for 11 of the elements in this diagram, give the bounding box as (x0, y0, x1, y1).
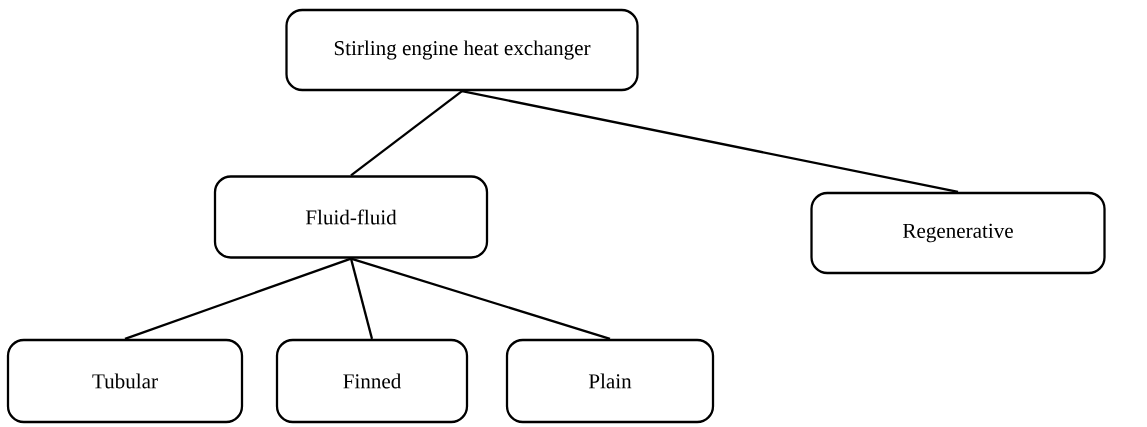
category-box: Regenerative (810, 191, 1106, 275)
category-box: Tubular (6, 338, 244, 424)
category-box: Finned (275, 338, 469, 424)
connector-line (124, 257, 352, 340)
category-box: Stirling engine heat exchanger (285, 8, 639, 92)
connector-line (350, 257, 611, 340)
connector-line (349, 258, 374, 340)
connector-line (461, 90, 959, 193)
connector-line (350, 90, 463, 177)
category-box: Plain (505, 338, 715, 424)
category-box: Fluid-fluid (213, 175, 489, 259)
